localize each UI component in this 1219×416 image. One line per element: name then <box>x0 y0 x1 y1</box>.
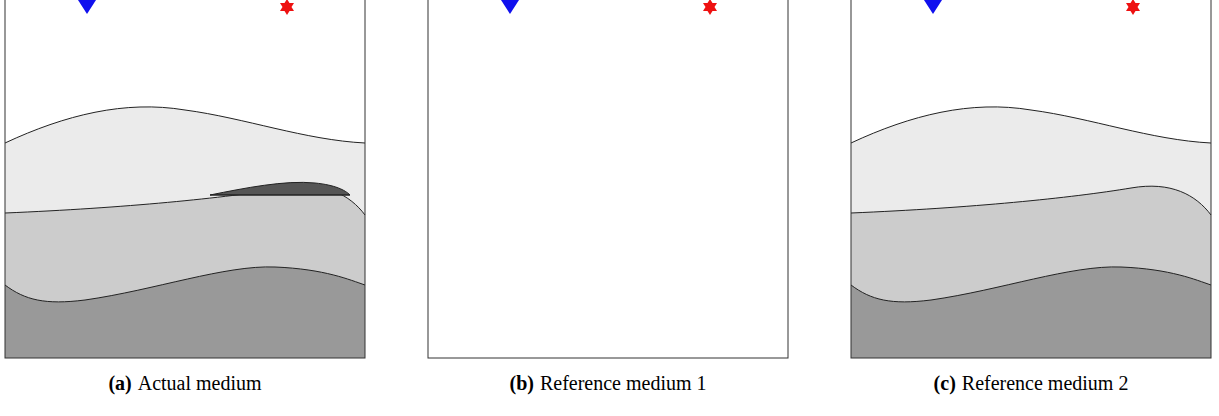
panel-title: Reference medium 1 <box>540 372 707 394</box>
panel-title: Reference medium 2 <box>962 372 1129 394</box>
panel-letter: (b) <box>509 372 533 394</box>
panel-letter: (c) <box>934 372 956 394</box>
panel-caption: (b) Reference medium 1 <box>428 372 788 395</box>
panel-title: Actual medium <box>138 372 262 394</box>
panel-letter: (a) <box>108 372 131 394</box>
panel-caption: (a) Actual medium <box>5 372 365 395</box>
panel-caption: (c) Reference medium 2 <box>851 372 1211 395</box>
